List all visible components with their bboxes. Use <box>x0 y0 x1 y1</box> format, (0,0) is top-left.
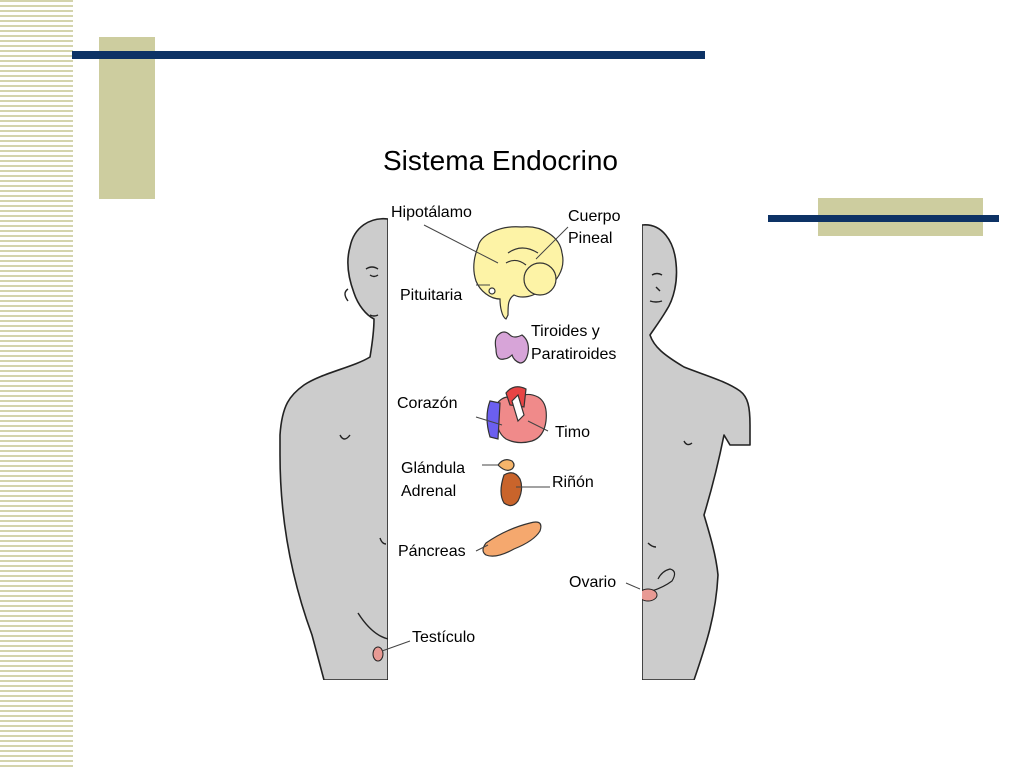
testis-organ <box>372 646 384 662</box>
label-glandula-2: Adrenal <box>401 483 457 500</box>
label-tiroides-2: Paratiroides <box>531 346 617 363</box>
label-pituitaria: Pituitaria <box>400 287 463 304</box>
label-ovario: Ovario <box>569 574 617 591</box>
label-pancreas: Páncreas <box>398 543 466 560</box>
left-stripe-pattern <box>0 0 73 768</box>
label-rinon: Riñón <box>552 474 594 491</box>
ovary-organ <box>638 568 676 602</box>
label-cuerpo-pineal-2: Pineal <box>568 230 613 247</box>
female-face <box>647 272 693 548</box>
thyroid-organ <box>494 331 529 364</box>
male-body-silhouette <box>279 218 389 680</box>
pancreas-organ <box>482 521 542 557</box>
decor-square-top-left <box>99 37 155 199</box>
label-tiroides-1: Tiroides y <box>531 323 600 340</box>
label-timo: Timo <box>555 424 590 441</box>
heart-organ <box>486 386 547 444</box>
brain-organ <box>473 226 564 320</box>
leader-lines <box>381 224 641 652</box>
label-testiculo: Testículo <box>412 629 476 646</box>
endocrine-diagram <box>279 190 751 680</box>
decor-bar-top <box>72 51 705 59</box>
adrenal-kidney-organ <box>497 459 523 507</box>
label-cuerpo-pineal-1: Cuerpo <box>568 208 621 225</box>
decor-bar-right <box>768 215 999 222</box>
label-hipotalamo: Hipotálamo <box>391 204 472 221</box>
label-glandula-1: Glándula <box>401 460 466 477</box>
diagram-title: Sistema Endocrino <box>383 145 619 176</box>
label-corazon: Corazón <box>397 395 458 412</box>
female-body-silhouette <box>641 224 751 680</box>
male-face <box>339 266 389 640</box>
